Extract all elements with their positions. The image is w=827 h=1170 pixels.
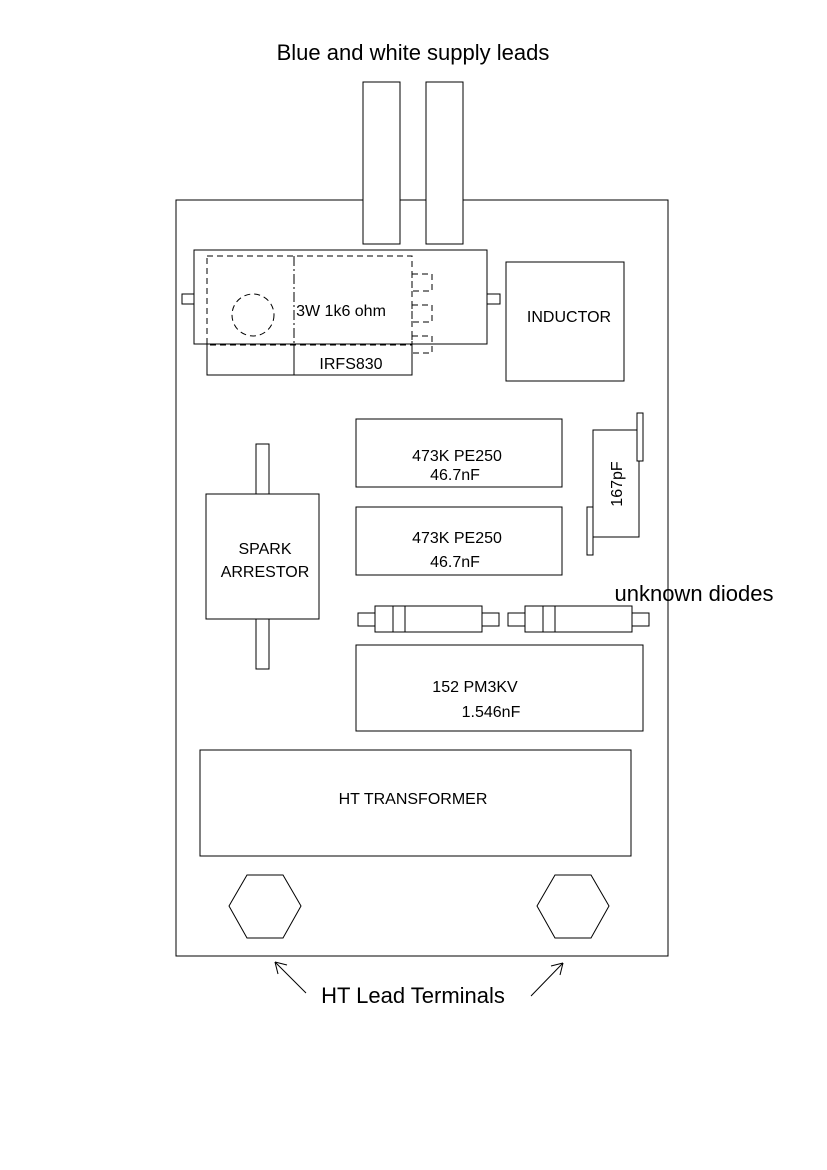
capacitor-167pf: 167pF bbox=[586, 412, 644, 556]
supply-lead-blue bbox=[362, 81, 401, 245]
diode-2 bbox=[507, 605, 650, 633]
circuit-board bbox=[175, 199, 669, 957]
inductor-label: INDUCTOR bbox=[527, 309, 611, 326]
arrow-left-terminal bbox=[274, 961, 307, 994]
hv-capacitor-value: 1.546nF bbox=[462, 704, 521, 721]
capacitor-2-value: 46.7nF bbox=[430, 554, 480, 571]
inductor: INDUCTOR bbox=[505, 261, 625, 382]
ht-terminal-right bbox=[536, 874, 610, 939]
mosfet-label: IRFS830 bbox=[319, 356, 382, 373]
capacitor-152-pm3kv: 152 PM3KV 1.546nF bbox=[355, 644, 644, 732]
capacitor-1-value: 46.7nF bbox=[430, 467, 480, 484]
ht-terminal-left bbox=[228, 874, 302, 939]
spark-arrestor: SPARK ARRESTOR bbox=[205, 443, 320, 670]
ht-lead-terminals-label: HT Lead Terminals bbox=[321, 983, 505, 1008]
resistor-label: 3W 1k6 ohm bbox=[296, 303, 386, 320]
supply-leads-label: Blue and white supply leads bbox=[277, 40, 550, 65]
ht-transformer-label: HT TRANSFORMER bbox=[339, 791, 488, 808]
diode-1 bbox=[357, 605, 500, 633]
supply-lead-white bbox=[425, 81, 464, 245]
capacitor-473k-1: 473K PE250 46.7nF bbox=[355, 418, 563, 488]
capacitor-473k-2: 473K PE250 46.7nF bbox=[355, 506, 563, 576]
spark-arrestor-line2: ARRESTOR bbox=[221, 564, 310, 581]
resistor-3w-1k6: 3W 1k6 ohm bbox=[181, 249, 501, 354]
capacitor-167pf-label: 167pF bbox=[609, 461, 626, 507]
capacitor-2-code: 473K PE250 bbox=[412, 530, 502, 547]
ht-transformer: HT TRANSFORMER bbox=[199, 749, 632, 857]
diodes-label: unknown diodes bbox=[614, 581, 773, 606]
arrow-right-terminal bbox=[530, 962, 564, 997]
spark-arrestor-line1: SPARK bbox=[238, 541, 291, 558]
capacitor-1-code: 473K PE250 bbox=[412, 448, 502, 465]
hv-capacitor-code: 152 PM3KV bbox=[432, 679, 518, 696]
